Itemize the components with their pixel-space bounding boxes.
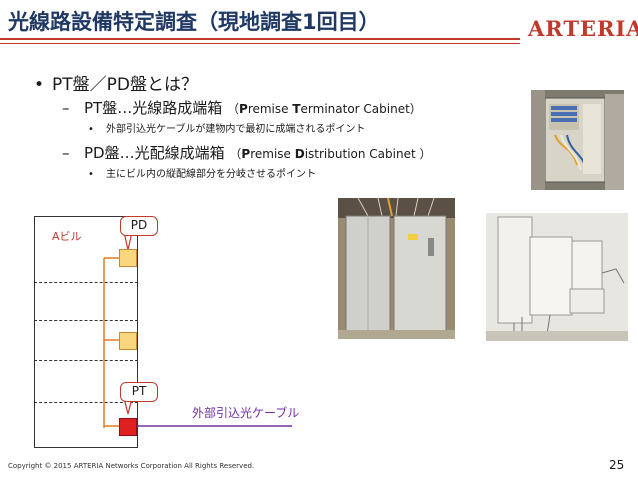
pt-label: PT盤…光線路成端箱 <box>84 99 223 117</box>
pt-sub-bullet: •外部引込光ケーブルが建物内で最初に成端されるポイント <box>88 124 366 135</box>
pt-callout: PT <box>120 382 158 402</box>
pd-english: （Premise Distribution Cabinet ） <box>229 147 432 161</box>
pt-box <box>119 418 137 436</box>
copyright-footer: Copyright © 2015 ARTERIA Networks Corpor… <box>8 462 255 470</box>
building-label: Aビル <box>52 230 82 243</box>
pd-sub-bullet: •主にビル内の縦配線部分を分岐させるポイント <box>88 169 316 180</box>
floor-divider <box>34 282 138 283</box>
pd-label: PD盤…光配線成端箱 <box>84 144 225 162</box>
pd-box-upper <box>119 249 137 267</box>
bullet-dot: • <box>34 75 45 95</box>
pt-english: （Premise Terminator Cabinet） <box>227 102 422 116</box>
pd-definition: –PD盤…光配線成端箱 （Premise Distribution Cabine… <box>62 142 432 163</box>
floor-divider <box>34 360 138 361</box>
dash: – <box>62 144 70 162</box>
external-cable-label: 外部引込光ケーブル <box>192 406 300 420</box>
dash: – <box>62 99 70 117</box>
page-number: 25 <box>609 458 625 472</box>
title-rule-thin <box>0 43 520 44</box>
pt-sub-text: 外部引込光ケーブルが建物内で最初に成端されるポイント <box>106 124 366 135</box>
floor-divider <box>34 320 138 321</box>
wall-panel-photo <box>486 213 628 341</box>
pd-sub-text: 主にビル内の縦配線部分を分岐させるポイント <box>106 169 316 180</box>
main-bullet: • PT盤／PD盤とは？ <box>34 70 198 95</box>
main-bullet-text: PT盤／PD盤とは？ <box>52 75 198 95</box>
floor-divider <box>34 402 138 403</box>
slide-title: 光線路設備特定調査（現地調査1回目） <box>8 10 380 34</box>
pd-box-lower <box>119 332 137 350</box>
arteria-logo: ARTERIA <box>528 16 638 41</box>
pt-definition: –PT盤…光線路成端箱 （Premise Terminator Cabinet） <box>62 97 422 118</box>
pd-cabinet-photo <box>338 198 455 339</box>
pd-callout: PD <box>120 216 158 236</box>
pt-cabinet-photo <box>531 90 624 190</box>
title-rule <box>0 38 520 40</box>
building-outline <box>34 216 138 448</box>
